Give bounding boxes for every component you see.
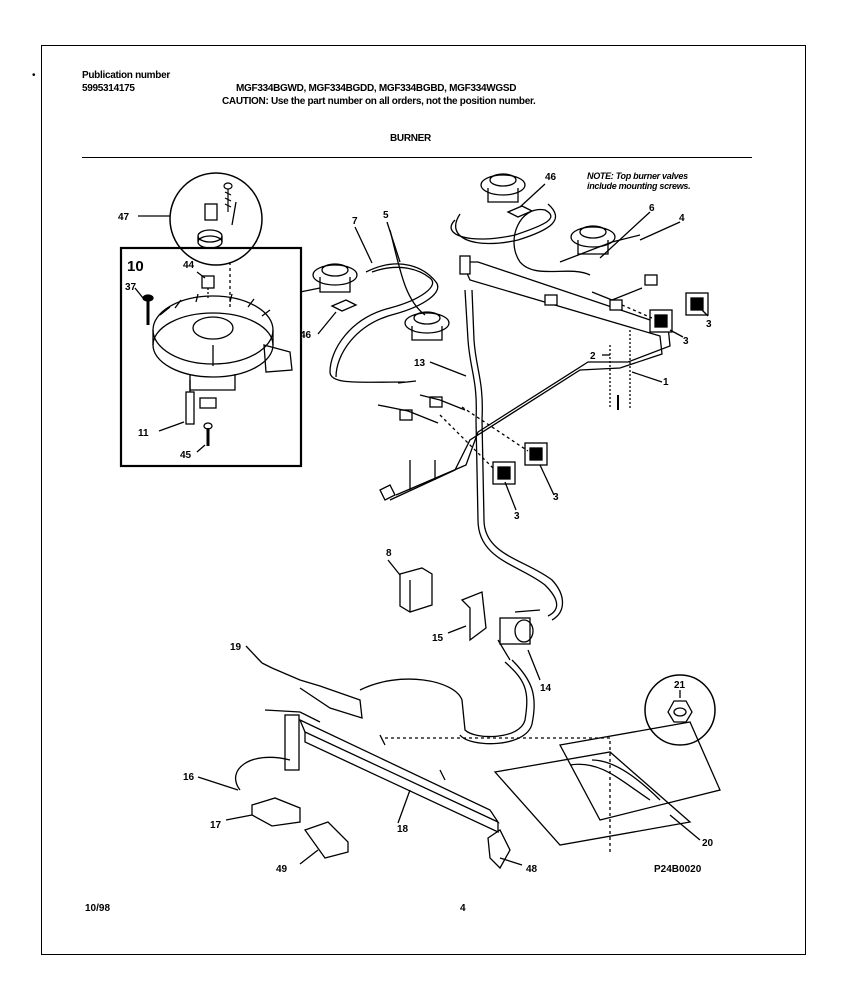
valves xyxy=(377,274,658,490)
tube-7 xyxy=(329,266,434,383)
callout-labels: 47 44 37 11 45 7 5 46 46 6 4 3 3 2 1 13 … xyxy=(118,172,714,875)
top-burner-left-rear xyxy=(299,263,358,293)
clip-46-right xyxy=(506,205,534,218)
screw-45-icon xyxy=(203,422,213,446)
inset-label: 10 xyxy=(127,258,144,275)
tube-13 xyxy=(464,289,558,617)
tube-4 xyxy=(559,234,641,263)
callout-3a: 3 xyxy=(706,319,712,330)
manifold-1 xyxy=(389,261,663,501)
callout-8: 8 xyxy=(386,548,392,559)
callout-17: 17 xyxy=(210,820,222,831)
callout-11: 11 xyxy=(138,428,149,439)
regulator-14 xyxy=(497,609,541,661)
figure-code: P24B0020 xyxy=(654,864,702,875)
model-numbers: MGF334BGWD, MGF334BGDD, MGF334BGBD, MGF3… xyxy=(236,83,517,94)
callout-16: 16 xyxy=(183,772,195,783)
note-line-1: NOTE: Top burner valves xyxy=(587,171,688,181)
publication-label: Publication number xyxy=(82,70,170,81)
cap-ring-icon xyxy=(197,229,223,249)
page-frame xyxy=(41,45,806,955)
callout-2: 2 xyxy=(590,351,596,362)
header-rule xyxy=(82,157,752,158)
tube-16 xyxy=(234,756,291,791)
callout-3c: 3 xyxy=(514,511,520,522)
detail-circle-47 xyxy=(169,172,263,266)
footer-page: 4 xyxy=(460,903,466,914)
callout-21: 21 xyxy=(674,680,686,691)
bracket-15 xyxy=(460,591,487,642)
clip-46-left xyxy=(330,299,358,312)
electrode-icon xyxy=(204,201,237,226)
callout-19: 19 xyxy=(230,642,242,653)
screw-37-icon xyxy=(142,294,154,325)
callout-5: 5 xyxy=(383,210,389,221)
bracket-49 xyxy=(303,821,349,859)
callout-46b: 46 xyxy=(545,172,557,183)
top-burner-right-rear xyxy=(480,173,526,203)
callout-13: 13 xyxy=(414,358,426,369)
flame-spreader-20 xyxy=(493,721,721,846)
callout-46a: 46 xyxy=(300,330,312,341)
callout-20: 20 xyxy=(702,838,714,849)
caution-text: CAUTION: Use the part number on all orde… xyxy=(222,96,536,107)
callout-45: 45 xyxy=(180,450,192,461)
part-8-spark-module xyxy=(399,567,433,613)
oven-burner-18 xyxy=(264,709,611,852)
tube-6 xyxy=(450,208,591,276)
section-title: BURNER xyxy=(390,133,431,144)
callout-47: 47 xyxy=(118,212,130,223)
callout-18: 18 xyxy=(397,824,409,835)
note-line-2: include mounting screws. xyxy=(587,181,691,191)
callout-44: 44 xyxy=(183,260,195,271)
callout-7: 7 xyxy=(352,216,358,227)
callout-14: 14 xyxy=(540,683,552,694)
gas-line xyxy=(359,661,528,738)
callout-4: 4 xyxy=(679,213,685,224)
callout-15: 15 xyxy=(432,633,444,644)
nut-21-icon xyxy=(667,700,693,723)
callout-49: 49 xyxy=(276,864,288,875)
callout-48: 48 xyxy=(526,864,538,875)
callout-6: 6 xyxy=(649,203,655,214)
burner-base-icon xyxy=(152,293,293,409)
publication-number: 5995314175 xyxy=(82,83,135,94)
detail-circle-21 xyxy=(644,674,716,746)
part-19 xyxy=(261,662,363,719)
callout-1: 1 xyxy=(663,377,669,388)
note-text: NOTE: Top burner valves include mounting… xyxy=(587,171,691,191)
top-burner-right-front xyxy=(570,225,616,255)
stray-mark: • xyxy=(32,70,36,81)
screw-icon xyxy=(223,182,233,212)
callout-3b: 3 xyxy=(683,336,689,347)
electrode-11-icon xyxy=(185,380,195,425)
footer-date: 10/98 xyxy=(85,903,110,914)
callout-37: 37 xyxy=(125,282,137,293)
callout-3d: 3 xyxy=(553,492,559,503)
orifice-17 xyxy=(251,797,301,827)
bracket-48 xyxy=(487,829,511,870)
top-burner-left-front xyxy=(404,311,450,341)
nut-44-icon xyxy=(201,275,215,300)
